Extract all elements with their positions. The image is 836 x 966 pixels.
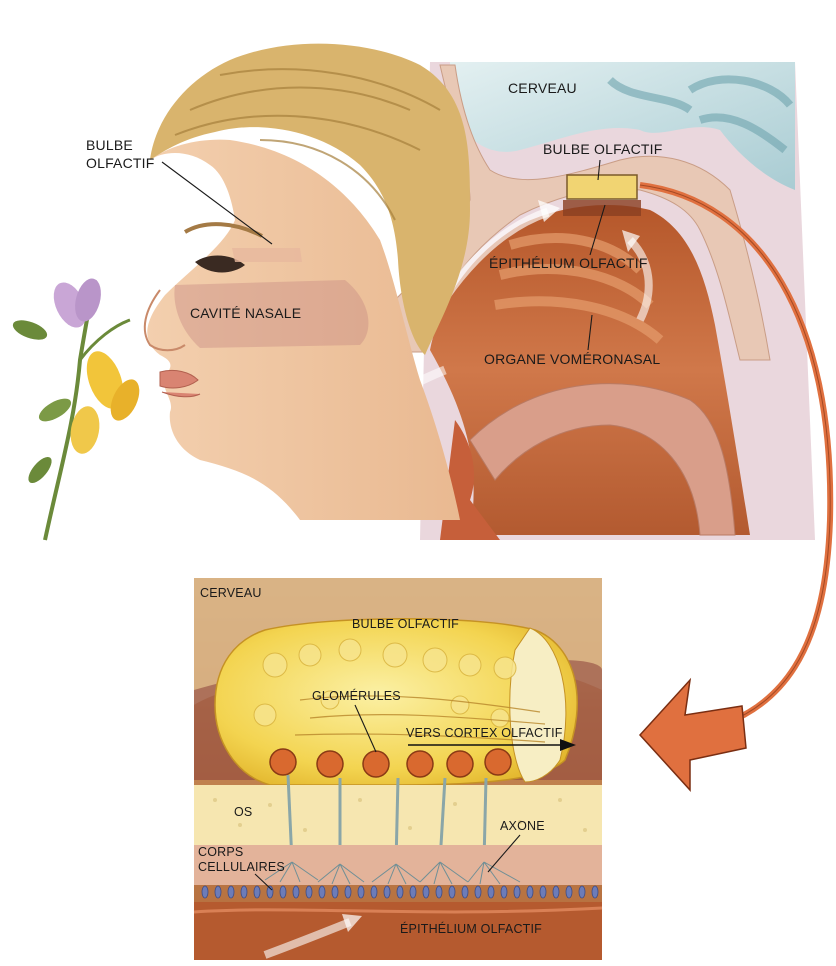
olfactory-bulb-box [567, 175, 637, 199]
detail-label-corps-2: CELLULAIRES [198, 860, 285, 874]
zoom-arrowhead [640, 680, 746, 790]
detail-label-glomerules: GLOMÉRULES [312, 688, 401, 703]
detail-label-os: OS [234, 805, 252, 819]
glomerule-5 [447, 751, 473, 777]
glomerule-6 [485, 749, 511, 775]
top-figure: BULBE OLFACTIF CAVITÉ NASALE CERVEAU BUL… [10, 44, 815, 540]
bulb-overlay [232, 248, 302, 262]
label-organe-vomeronasal: ORGANE VOMÉRONASAL [484, 351, 660, 367]
glomerule-4 [407, 751, 433, 777]
glomerule-2 [317, 751, 343, 777]
label-epithelium-top: ÉPITHÉLIUM OLFACTIF [489, 255, 648, 271]
label-cerveau-top: CERVEAU [508, 80, 577, 96]
glomerule-1 [270, 749, 296, 775]
detail-label-epithelium: ÉPITHÉLIUM OLFACTIF [400, 921, 542, 936]
detail-label-cerveau: CERVEAU [200, 586, 262, 600]
detail-figure: CERVEAU BULBE OLFACTIF GLOMÉRULES VERS C… [194, 578, 602, 960]
detail-label-bulbe: BULBE OLFACTIF [352, 617, 459, 631]
label-cavite-nasale: CAVITÉ NASALE [190, 305, 301, 321]
detail-label-axone: AXONE [500, 819, 545, 833]
label-bulbe-left-1: BULBE [86, 137, 133, 153]
freesia-flower [10, 276, 145, 540]
detail-label-corps-1: CORPS [198, 845, 243, 859]
label-bulbe-left-2: OLFACTIF [86, 155, 155, 171]
detail-label-vers-cortex: VERS CORTEX OLFACTIF [406, 726, 563, 740]
glomerule-3 [363, 751, 389, 777]
label-bulbe-top: BULBE OLFACTIF [543, 141, 663, 157]
